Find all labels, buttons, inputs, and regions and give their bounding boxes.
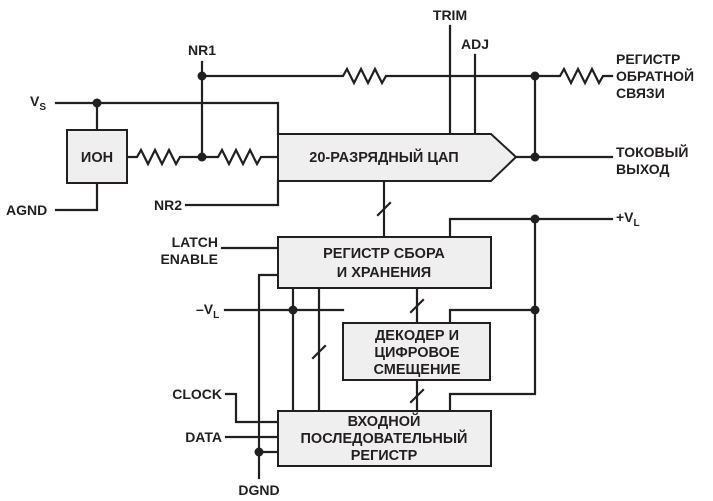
input-register-label: ПОСЛЕДОВАТЕЛЬНЫЙ — [301, 429, 468, 447]
nr2-wire — [184, 179, 280, 207]
input-register-label: РЕГИСТР — [351, 448, 418, 464]
junction-dot — [530, 214, 540, 224]
vl-pos-to-decoder — [448, 308, 537, 325]
feedback-label: ОБРАТНОЙ — [616, 67, 694, 84]
vs-label: VS — [30, 93, 46, 113]
junction-dot — [530, 152, 540, 162]
bus-slash-3 — [409, 388, 425, 404]
nr2-label: NR2 — [154, 197, 182, 213]
junction-dot — [530, 305, 540, 315]
decoder-label: ДЕКОДЕР И — [375, 328, 459, 344]
dac-block — [277, 133, 518, 182]
latch-register-label: И ХРАНЕНИЯ — [337, 265, 431, 281]
agnd-wire — [54, 181, 99, 212]
current-out-label: ТОКОВЫЙ — [616, 143, 688, 160]
junction-dot — [197, 71, 207, 81]
dgnd-label: DGND — [238, 482, 279, 498]
vl-neg-label: –VL — [196, 301, 219, 321]
bus-slash-1 — [376, 201, 392, 217]
junction-dot — [288, 305, 298, 315]
input-register-block — [277, 410, 492, 467]
vl-pos-label: +VL — [616, 209, 640, 229]
feedback-label: РЕГИСТР — [616, 51, 680, 67]
junction-dot — [197, 152, 207, 162]
feedback-label: СВЯЗИ — [616, 85, 665, 101]
latch-register-label: РЕГИСТР СБОРА — [323, 246, 445, 262]
trim-label: TRIM — [433, 7, 467, 23]
latch-enable-label: ENABLE — [160, 251, 218, 267]
clock-wire — [224, 392, 280, 424]
junction-dot — [530, 71, 540, 81]
dgnd-wire — [257, 273, 280, 480]
dac-label: 20-РАЗРЯДНЫЙ ЦАП — [309, 148, 458, 166]
data-label: DATA — [185, 429, 222, 445]
latch-register-block — [277, 236, 492, 289]
decoder-label: СМЕЩЕНИЕ — [373, 362, 460, 378]
current-out-label: ВЫХОД — [616, 161, 669, 177]
ref-source-label: ИОН — [81, 150, 113, 166]
nr1-label: NR1 — [188, 42, 216, 58]
clock-label: CLOCK — [172, 386, 222, 402]
input-register-label: ВХОДНОЙ — [348, 412, 421, 430]
adj-label: ADJ — [461, 36, 489, 52]
junction-dot — [254, 447, 264, 457]
vl-pos-rail — [448, 217, 614, 239]
agnd-label: AGND — [6, 202, 47, 218]
bus-slash-4 — [311, 344, 327, 360]
decoder-label: ЦИФРОВОЕ — [374, 345, 460, 361]
decoder-block — [342, 322, 491, 381]
junction-dot — [92, 98, 102, 108]
junctions — [92, 71, 540, 457]
feedback-wire — [200, 66, 614, 86]
vs-rail — [54, 101, 280, 136]
bus-slash-2 — [409, 298, 425, 314]
latch-enable-label: LATCH — [172, 234, 218, 250]
ref-source-block — [66, 129, 128, 184]
